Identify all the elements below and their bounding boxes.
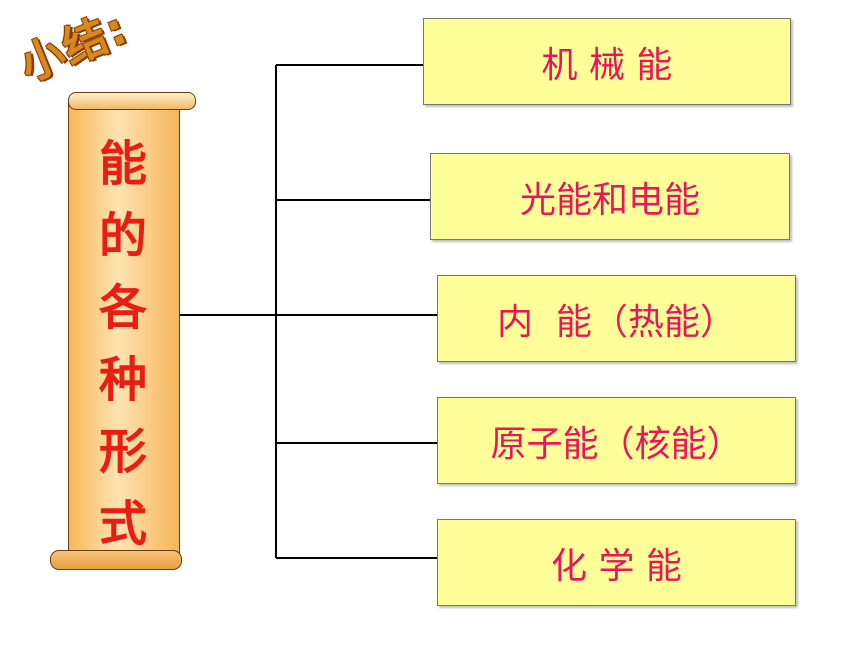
scroll-top-curl: [68, 92, 196, 110]
scroll-char: 种: [98, 352, 147, 408]
energy-box-light-electric: 光能和电能: [430, 153, 790, 240]
scroll-char: 式: [98, 496, 147, 552]
scroll-char: 能: [98, 136, 147, 192]
box-label: 化 学 能: [551, 545, 682, 587]
scroll-char: 形: [98, 424, 147, 480]
box-label: 原子能（核能）: [490, 423, 743, 465]
energy-box-mechanical: 机 械 能: [423, 18, 791, 105]
scroll-bottom-curl: [50, 550, 182, 570]
scroll-char: 的: [98, 208, 147, 264]
box-label: 光能和电能: [519, 179, 700, 221]
scroll-char: 各: [98, 280, 147, 336]
box-label: 内 能（热能）: [497, 301, 736, 343]
energy-box-internal: 内 能（热能）: [437, 275, 796, 362]
energy-box-chemical: 化 学 能: [437, 519, 796, 606]
scroll-title: 能 的 各 种 形 式: [68, 128, 178, 560]
box-label: 机 械 能: [541, 44, 673, 86]
topic-scroll: 能 的 各 种 形 式: [48, 88, 196, 574]
scroll-body: [68, 98, 180, 562]
energy-box-nuclear: 原子能（核能）: [437, 397, 796, 484]
